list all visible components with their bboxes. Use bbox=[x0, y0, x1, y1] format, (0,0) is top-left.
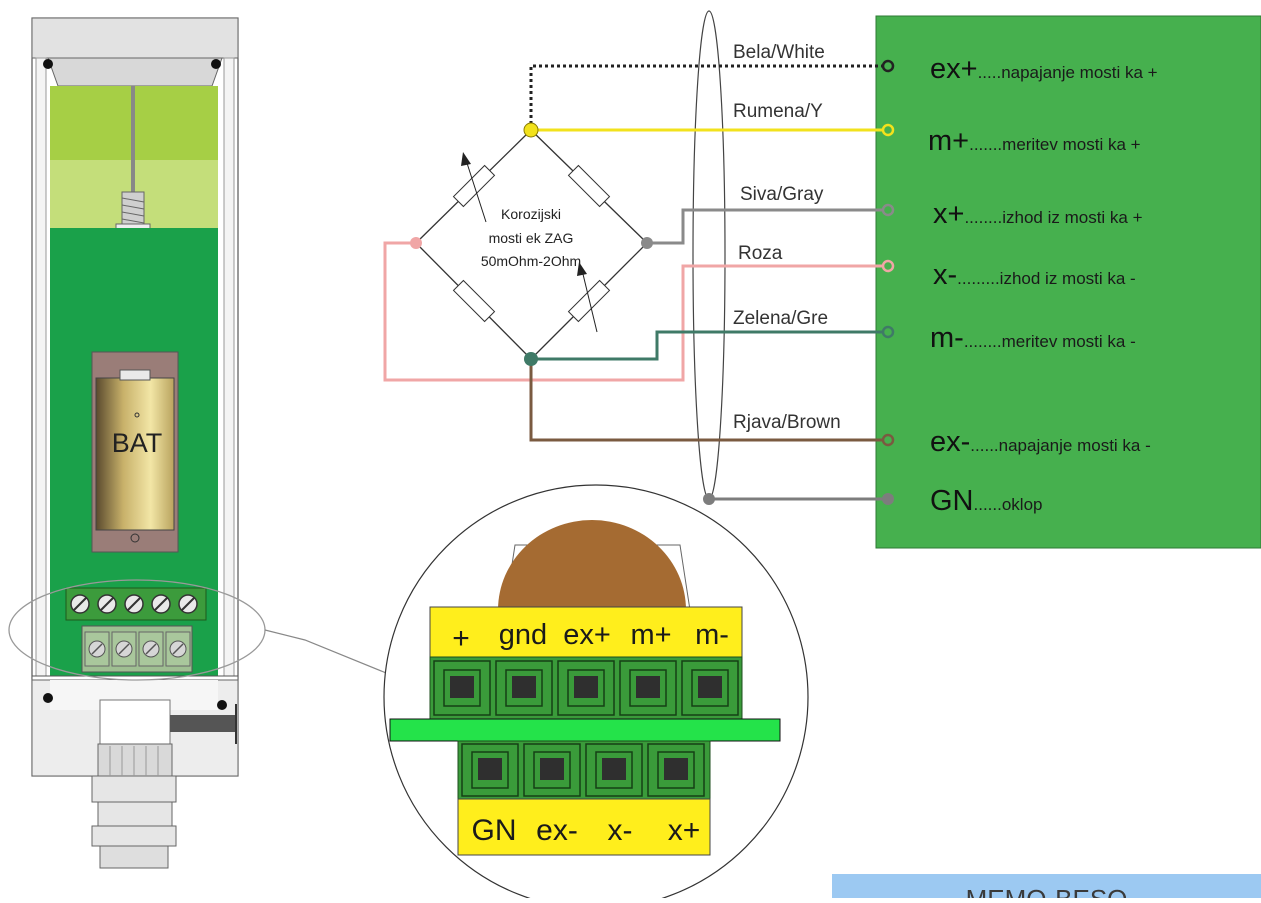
connector-terminal-icon bbox=[461, 743, 519, 797]
memo-footer: MEMO-BESO bbox=[832, 874, 1261, 898]
connector-terminal-icon bbox=[557, 660, 615, 716]
screw-icon bbox=[124, 594, 144, 614]
shield-node bbox=[703, 493, 715, 505]
connector-detail bbox=[383, 484, 809, 903]
svg-text:GN......oklop: GN......oklop bbox=[930, 485, 1042, 517]
terminal-desc: ........meritev mosti ka - bbox=[964, 332, 1136, 351]
svg-text:m+.......meritev mosti ka +: m+.......meritev mosti ka + bbox=[928, 125, 1141, 157]
terminal-symbol: m+ bbox=[928, 125, 969, 157]
screw-icon bbox=[70, 594, 90, 614]
svg-text:x-.........izhod iz mosti ka: x-.........izhod iz mosti ka - bbox=[933, 259, 1136, 291]
connector-terminal-icon bbox=[647, 743, 705, 797]
terminal-panel bbox=[875, 15, 1261, 549]
connector-bottom-label: ex- bbox=[536, 814, 578, 847]
connector-bottom-label: x- bbox=[608, 814, 633, 847]
battery: BAT bbox=[91, 351, 179, 553]
battery-label: BAT bbox=[112, 428, 163, 458]
screw-icon bbox=[111, 631, 137, 667]
svg-text:ex-......napajanje mosti ka -: ex-......napajanje mosti ka - bbox=[930, 426, 1151, 458]
connector-terminal-icon bbox=[433, 660, 491, 716]
bridge-node bbox=[523, 122, 539, 138]
screw-icon bbox=[151, 594, 171, 614]
connector-top-label: ex+ bbox=[563, 619, 611, 651]
bridge-caption: 50mOhm-2Ohm bbox=[481, 253, 581, 269]
terminal-symbol: ex- bbox=[930, 426, 970, 458]
connector-terminal-icon bbox=[495, 660, 553, 716]
wheatstone-bridge: Korozijski mosti ek ZAG 50mOhm-2Ohm bbox=[415, 129, 648, 360]
wire-brown bbox=[529, 359, 886, 442]
terminal-symbol: m- bbox=[930, 322, 964, 354]
terminal-symbol: x- bbox=[933, 259, 957, 291]
wire-pink bbox=[383, 241, 886, 382]
terminal-desc: .....napajanje mosti ka + bbox=[978, 63, 1158, 82]
terminal-desc: ........izhod iz mosti ka + bbox=[964, 208, 1142, 227]
terminal-desc: .........izhod iz mosti ka - bbox=[957, 269, 1136, 288]
bridge-node bbox=[524, 352, 538, 366]
wire-label: Rumena/Y bbox=[733, 101, 823, 122]
terminal-symbol: GN bbox=[930, 485, 974, 517]
connector-top-label: m- bbox=[695, 619, 729, 651]
connector-bottom-label: x+ bbox=[668, 814, 701, 847]
wire-label: Roza bbox=[738, 243, 783, 264]
bridge-node bbox=[641, 237, 653, 249]
sensor-enclosure: BAT bbox=[31, 17, 239, 869]
connector-top-label: gnd bbox=[499, 619, 547, 651]
bridge-caption: Korozijski bbox=[501, 206, 561, 222]
connector-top-label: + bbox=[452, 622, 470, 655]
pcb-terminal-block bbox=[65, 587, 207, 621]
terminal-ring bbox=[881, 123, 895, 137]
connector-pcb-edge bbox=[389, 718, 781, 742]
wire-white bbox=[529, 64, 886, 130]
svg-text:x+........izhod iz mosti ka +: x+........izhod iz mosti ka + bbox=[933, 198, 1143, 230]
cable-shield bbox=[692, 10, 726, 500]
terminal-ring bbox=[881, 433, 895, 447]
connector-terminal-icon bbox=[585, 743, 643, 797]
wire-green bbox=[531, 330, 886, 361]
wire-label: Rjava/Brown bbox=[733, 412, 841, 433]
connector-bottom-labels: GN ex- x- x+ bbox=[472, 814, 701, 847]
connector-terminal-icon bbox=[523, 743, 581, 797]
terminal-desc: ......napajanje mosti ka - bbox=[970, 436, 1150, 455]
connector-terminal-icon bbox=[681, 660, 739, 716]
terminal-ring bbox=[882, 493, 894, 505]
connector-terminal-icon bbox=[619, 660, 677, 716]
connector-top-label: m+ bbox=[630, 619, 671, 651]
bridge-node bbox=[410, 237, 422, 249]
screw-icon bbox=[97, 594, 117, 614]
memo-text: MEMO-BESO bbox=[832, 884, 1261, 898]
bridge-caption: mosti ek ZAG bbox=[489, 230, 574, 246]
pcb-terminal-block-lower bbox=[81, 625, 193, 673]
wire-gray bbox=[647, 208, 886, 245]
terminal-ring bbox=[881, 203, 895, 217]
terminal-symbol: x+ bbox=[933, 198, 964, 230]
connector-bottom-labels-strip bbox=[457, 798, 711, 856]
connector-top-labels-strip bbox=[429, 606, 743, 658]
wire-label: Zelena/Gre bbox=[733, 308, 828, 329]
terminal-labels: ex+.....napajanje mosti ka + m+.......me… bbox=[928, 53, 1158, 517]
screw-icon bbox=[178, 594, 198, 614]
wire-label: Siva/Gray bbox=[740, 184, 824, 205]
terminal-ring bbox=[881, 259, 895, 273]
screw-icon bbox=[84, 631, 110, 667]
svg-text:ex+.....napajanje mosti ka +: ex+.....napajanje mosti ka + bbox=[930, 53, 1158, 85]
wire-label: Bela/White bbox=[733, 42, 825, 63]
screw-icon bbox=[138, 631, 164, 667]
terminal-symbol: ex+ bbox=[930, 53, 978, 85]
zoom-arrow bbox=[264, 629, 397, 678]
terminal-ring bbox=[881, 59, 895, 73]
svg-text:m-........meritev mosti ka -: m-........meritev mosti ka - bbox=[930, 322, 1136, 354]
cable-gland bbox=[91, 743, 177, 869]
screw-icon bbox=[165, 631, 191, 667]
terminal-desc: ......oklop bbox=[974, 495, 1043, 514]
terminal-ring bbox=[881, 325, 895, 339]
connector-top-labels: + gnd ex+ m+ m- bbox=[452, 619, 729, 655]
terminal-desc: .......meritev mosti ka + bbox=[969, 135, 1141, 154]
connector-bottom-label: GN bbox=[472, 814, 517, 847]
